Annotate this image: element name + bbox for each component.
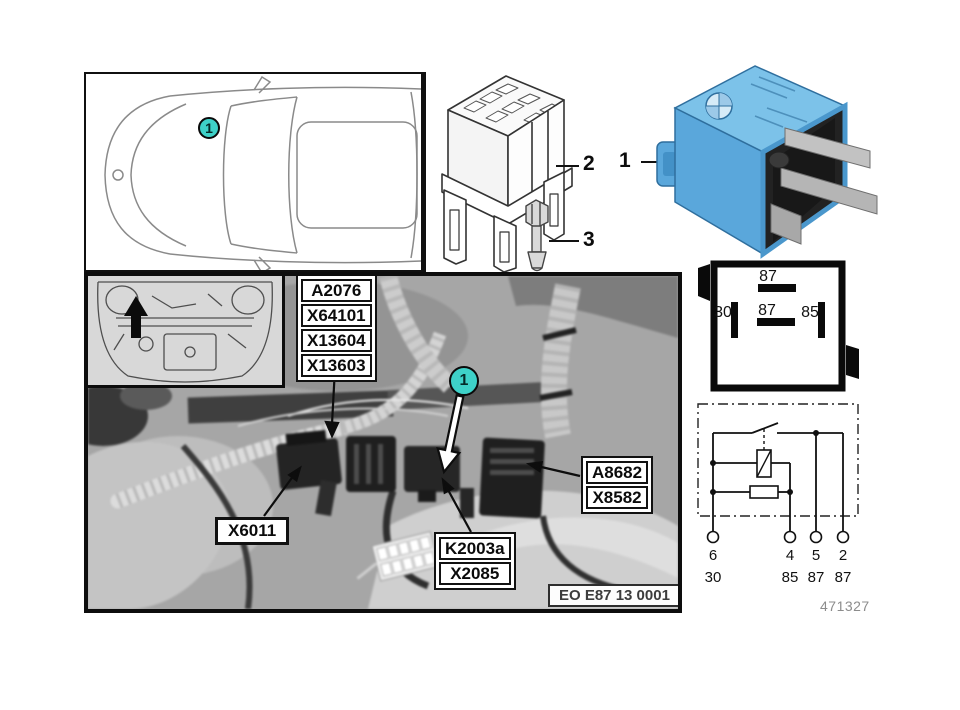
car-location-badge: 1 [198,117,220,139]
callout-1-label: 1 [619,149,631,172]
label-x2085: X2085 [439,562,511,585]
pin-diagram-left-tab [698,264,710,301]
image-code-box: EO E87 13 0001 [548,584,678,607]
label-a2076: A2076 [301,279,372,302]
terminal-name-30: 30 [705,569,722,586]
engine-bay-inset [88,276,285,388]
pin-87-top-label: 87 [759,268,777,285]
terminal-name-87a: 87 [808,569,825,586]
engine-bay-inset-drawing [97,281,273,383]
terminal-name-87b: 87 [835,569,852,586]
bmw-roundel-icon [705,92,733,120]
terminal-pin-4: 4 [786,547,794,564]
connector-label-stack-k2003a: K2003a X2085 [434,532,516,590]
pin-30-label: 30 [714,304,732,321]
photo-annotation-arrows [263,367,581,533]
relay-photo [656,65,878,259]
label-x6011: X6011 [215,517,290,545]
photo-panel: A2076 X64101 X13604 X13603 1 X6011 K2003… [84,272,682,613]
callout-2-label: 2 [583,152,595,175]
relay-pin-diagram: 87 30 87 85 [698,260,859,392]
hotspot-arrow [436,393,465,475]
label-x8582: X8582 [586,486,649,509]
connector-label-stack-a8682: A8682 X8582 [581,456,654,514]
pin-87-middle-label: 87 [758,302,776,319]
terminal-pin-2: 2 [839,547,847,564]
terminal-name-85: 85 [782,569,799,586]
pin-diagram-right-tab [846,345,859,379]
relay-socket-drawing [441,75,573,272]
car-topview-drawing [104,75,421,270]
pin-85-label: 85 [801,304,819,321]
part-number: 471327 [820,598,870,614]
connector-label-stack-top: A2076 X64101 X13604 X13603 [296,276,377,382]
label-k2003a: K2003a [439,537,511,560]
relay-circuit-schematic: 6 4 5 2 30 85 87 87 [697,403,859,586]
label-x13603: X13603 [301,354,372,377]
photo-location-badge: 1 [449,366,479,396]
up-arrow-icon [124,296,148,338]
terminal-pin-6: 6 [709,547,717,564]
pin-terminal-drawing [525,199,549,272]
car-topview-panel: 1 [84,72,426,272]
label-a8682: A8682 [586,461,649,484]
terminal-pin-5: 5 [812,547,820,564]
label-x13604: X13604 [301,329,372,352]
callout-3-label: 3 [583,228,595,251]
label-x64101: X64101 [301,304,372,327]
